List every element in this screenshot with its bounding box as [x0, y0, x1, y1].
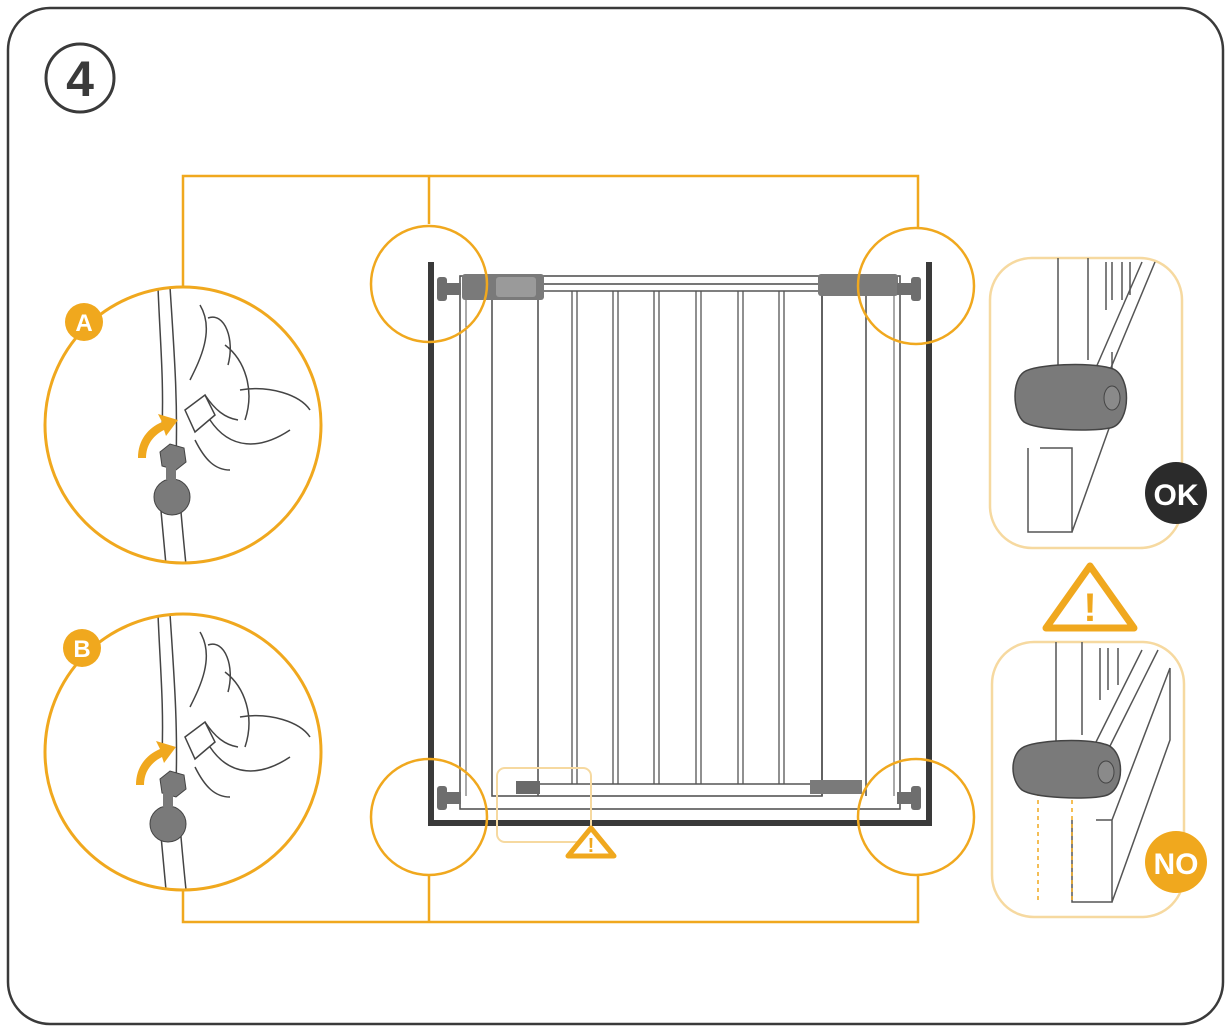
bolt-knob — [149, 805, 187, 843]
highlight-bottom-left — [369, 757, 489, 877]
wrench-outline — [184, 720, 216, 761]
warning-triangle-small: ! — [565, 825, 617, 859]
nut — [159, 770, 187, 798]
bolt-pad-no — [1012, 739, 1122, 799]
highlight-bottom-right — [856, 757, 976, 877]
bolt-knob — [153, 478, 191, 516]
wrench-outline — [184, 393, 216, 434]
badge-a — [65, 303, 103, 341]
gate — [459, 275, 901, 810]
door-frame — [428, 262, 932, 826]
badge-b-label: B — [73, 636, 90, 663]
gate-post-lines — [157, 287, 187, 563]
gate-door — [491, 283, 823, 797]
bolt-pad-ok — [1014, 363, 1128, 431]
nut — [159, 443, 187, 471]
warning-triangle-large: ! — [1042, 562, 1138, 632]
badge-ok-label: OK — [1154, 479, 1199, 512]
gate-outer-frame — [459, 275, 901, 810]
bolt-bottom-right — [897, 786, 921, 810]
threshold-highlight — [496, 767, 592, 843]
detail-a: A — [43, 285, 323, 565]
wrench-tighten-icon — [136, 741, 176, 785]
highlight-top-right — [856, 226, 976, 346]
bolt-top-right — [897, 277, 921, 301]
hand-outline — [189, 631, 311, 798]
hand-outline — [189, 304, 311, 471]
badge-ok — [1145, 462, 1207, 524]
svg-text:!: ! — [588, 835, 595, 857]
bolt-bottom-left — [437, 786, 461, 810]
panel-border — [6, 6, 1225, 1026]
example-ok: OK — [988, 256, 1207, 550]
step-number: 4 — [66, 51, 94, 107]
corner-highlights — [369, 224, 976, 877]
connector-lines — [181, 174, 920, 924]
badge-a-label: A — [75, 310, 92, 337]
svg-text:!: ! — [1083, 586, 1096, 630]
detail-b: B — [43, 612, 323, 892]
badge-no-label: NO — [1154, 848, 1199, 881]
pressure-bolts — [437, 277, 921, 810]
highlight-top-left — [369, 224, 489, 344]
gate-hinges — [462, 274, 898, 794]
gate-post-lines — [157, 614, 187, 890]
bolt-top-left — [437, 277, 461, 301]
badge-no — [1145, 831, 1207, 893]
badge-b — [63, 629, 101, 667]
wrench-tighten-icon — [138, 414, 178, 458]
step-badge: 4 — [44, 42, 116, 114]
gate-bars — [571, 291, 785, 784]
example-no: NO — [990, 640, 1207, 919]
